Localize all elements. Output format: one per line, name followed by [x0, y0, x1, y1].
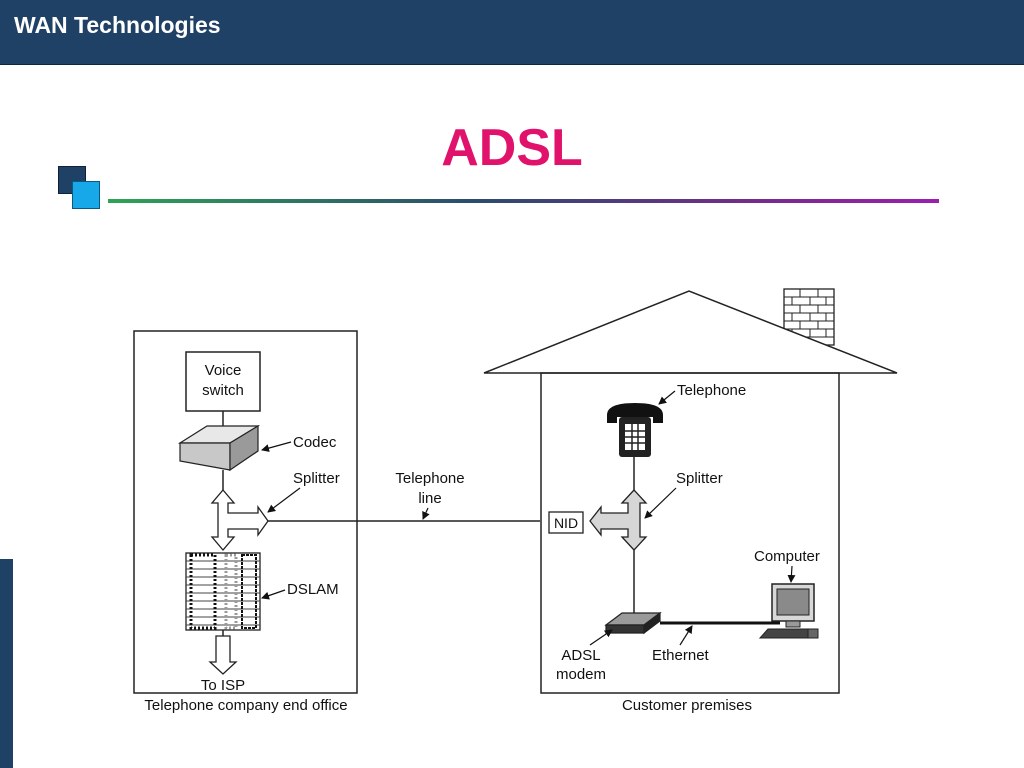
- nid-label: NID: [554, 515, 578, 531]
- dslam-rack: [185, 552, 261, 631]
- voice-switch: Voice switch: [185, 351, 261, 412]
- voice-switch-label-1: Voice: [205, 362, 242, 379]
- slide-title: ADSL: [441, 119, 583, 177]
- adsl-modem-device: [604, 611, 662, 635]
- voice-switch-label-2: switch: [202, 382, 244, 399]
- dslam-label: DSLAM: [287, 581, 339, 598]
- premises-splitter: [589, 489, 648, 551]
- premises-splitter-label: Splitter: [676, 470, 723, 487]
- to-isp-arrow: [208, 635, 238, 675]
- adsl-modem-label-2: modem: [556, 666, 606, 683]
- office-splitter-label: Splitter: [293, 470, 340, 487]
- telephone-line-label-1: Telephone: [395, 470, 464, 487]
- end-office-caption: Telephone company end office: [144, 697, 347, 714]
- customer-premises-caption: Customer premises: [622, 697, 752, 714]
- title-underline: [108, 199, 939, 203]
- end-office-box: [133, 330, 358, 694]
- to-isp-label: To ISP: [201, 677, 245, 694]
- left-edge-strip: [0, 559, 13, 768]
- house-walls: [540, 372, 840, 694]
- ethernet-label: Ethernet: [652, 647, 710, 664]
- decorative-square-light: [72, 181, 100, 209]
- telephone-label: Telephone: [677, 382, 746, 399]
- telephone-icon: [607, 403, 663, 457]
- office-splitter: [210, 488, 269, 552]
- header-bar: WAN Technologies: [0, 0, 1024, 65]
- computer-label: Computer: [754, 548, 820, 565]
- computer-icon: [758, 583, 819, 639]
- telephone-line-label-2: line: [418, 490, 441, 507]
- codec-label: Codec: [293, 434, 337, 451]
- header-title: WAN Technologies: [14, 12, 221, 38]
- adsl-modem-label-1: ADSL: [561, 647, 600, 664]
- house-roof: [483, 290, 898, 374]
- codec-device: [177, 424, 261, 472]
- nid-box: NID: [548, 511, 584, 534]
